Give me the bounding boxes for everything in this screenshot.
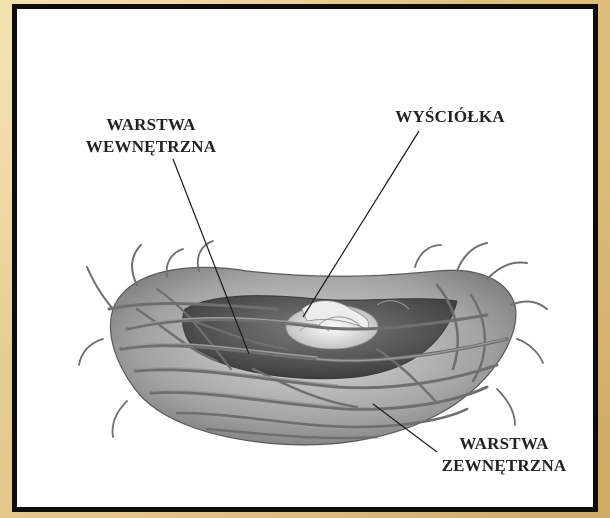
- label-inner-layer: WARSTWA WEWNĘTRZNA: [61, 114, 241, 158]
- label-outer-layer-line-2: ZEWNĘTRZNA: [429, 455, 579, 477]
- label-lining: WYŚCIÓŁKA: [375, 106, 525, 128]
- label-inner-layer-line-2: WEWNĘTRZNA: [61, 136, 241, 158]
- label-lining-text: WYŚCIÓŁKA: [375, 106, 525, 128]
- label-outer-layer: WARSTWA ZEWNĘTRZNA: [429, 433, 579, 477]
- label-outer-layer-line-1: WARSTWA: [429, 433, 579, 455]
- diagram-frame: WARSTWA WEWNĘTRZNA WYŚCIÓŁKA WARSTWA ZEW…: [12, 4, 598, 512]
- label-inner-layer-line-1: WARSTWA: [61, 114, 241, 136]
